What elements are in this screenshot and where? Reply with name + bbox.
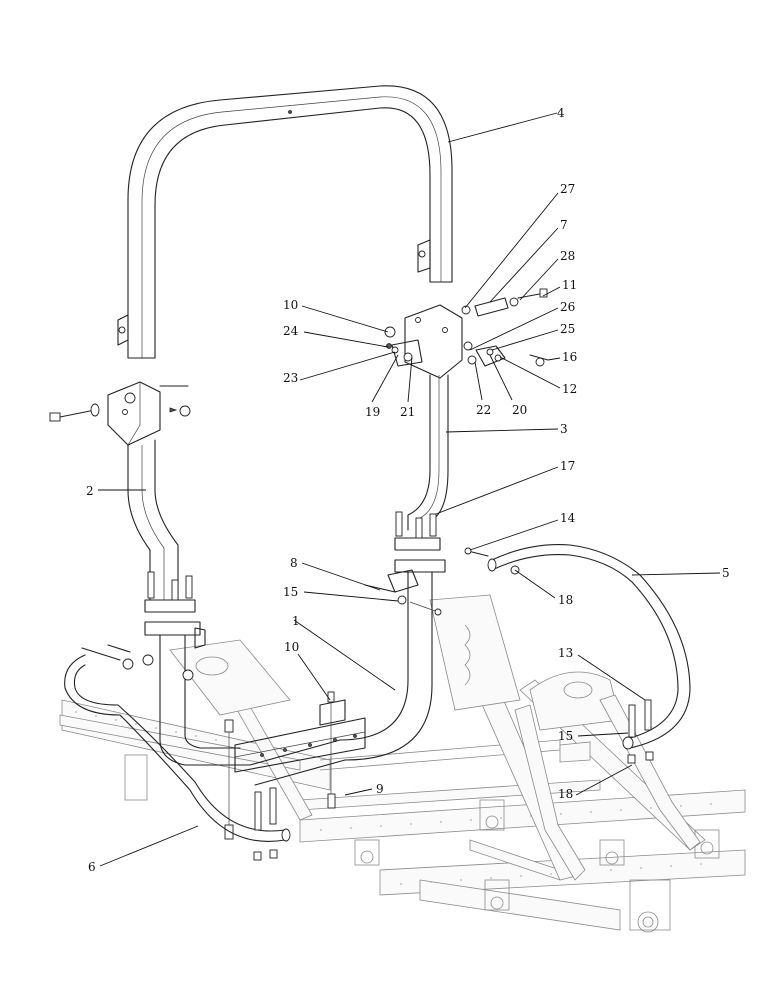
- pivot-hardware-cluster: [384, 288, 549, 367]
- callout-1: 1: [292, 614, 300, 628]
- callout-26: 26: [560, 300, 575, 314]
- callout-labels: 4 27 7 28 11 10 26 24 25 16 23 12 19 21 …: [86, 106, 730, 874]
- left-roll-bar-tube: [49, 381, 251, 766]
- callout-13: 13: [558, 646, 573, 660]
- callout-16: 16: [562, 350, 577, 364]
- callout-8: 8: [290, 556, 298, 570]
- left-side-tube: [64, 644, 291, 861]
- callout-24: 24: [283, 324, 299, 338]
- callout-11: 11: [562, 278, 577, 292]
- callout-22: 22: [476, 403, 491, 417]
- callout-17: 17: [560, 459, 575, 473]
- upper-roll-bar-hoop: [117, 85, 453, 359]
- callout-9: 9: [376, 782, 384, 796]
- base-u-frame: [224, 571, 433, 840]
- callout-18-lower: 18: [558, 787, 573, 801]
- right-roll-bar-tube: [394, 304, 463, 573]
- callout-18-upper: 18: [558, 593, 573, 607]
- callout-20: 20: [512, 403, 527, 417]
- callout-25: 25: [560, 322, 575, 336]
- callout-27: 27: [560, 182, 575, 196]
- leader-lines: [98, 112, 721, 867]
- callout-15-lower: 15: [558, 729, 573, 743]
- pivot-pin-assembly: [364, 569, 442, 616]
- callout-6: 6: [88, 860, 96, 874]
- callout-7: 7: [560, 218, 568, 232]
- callout-28: 28: [560, 249, 575, 263]
- callout-4: 4: [557, 106, 565, 120]
- callout-3: 3: [560, 422, 568, 436]
- callout-19: 19: [365, 405, 380, 419]
- callout-23: 23: [283, 371, 298, 385]
- callout-14: 14: [560, 511, 576, 525]
- mower-frame: [59, 594, 746, 933]
- right-side-tube: [464, 544, 691, 764]
- callout-21: 21: [400, 405, 415, 419]
- callout-10-lower: 10: [284, 640, 299, 654]
- callout-5: 5: [722, 566, 730, 580]
- callout-2: 2: [86, 484, 94, 498]
- callout-15-upper: 15: [283, 585, 298, 599]
- callout-10-upper: 10: [283, 298, 298, 312]
- callout-12: 12: [562, 382, 577, 396]
